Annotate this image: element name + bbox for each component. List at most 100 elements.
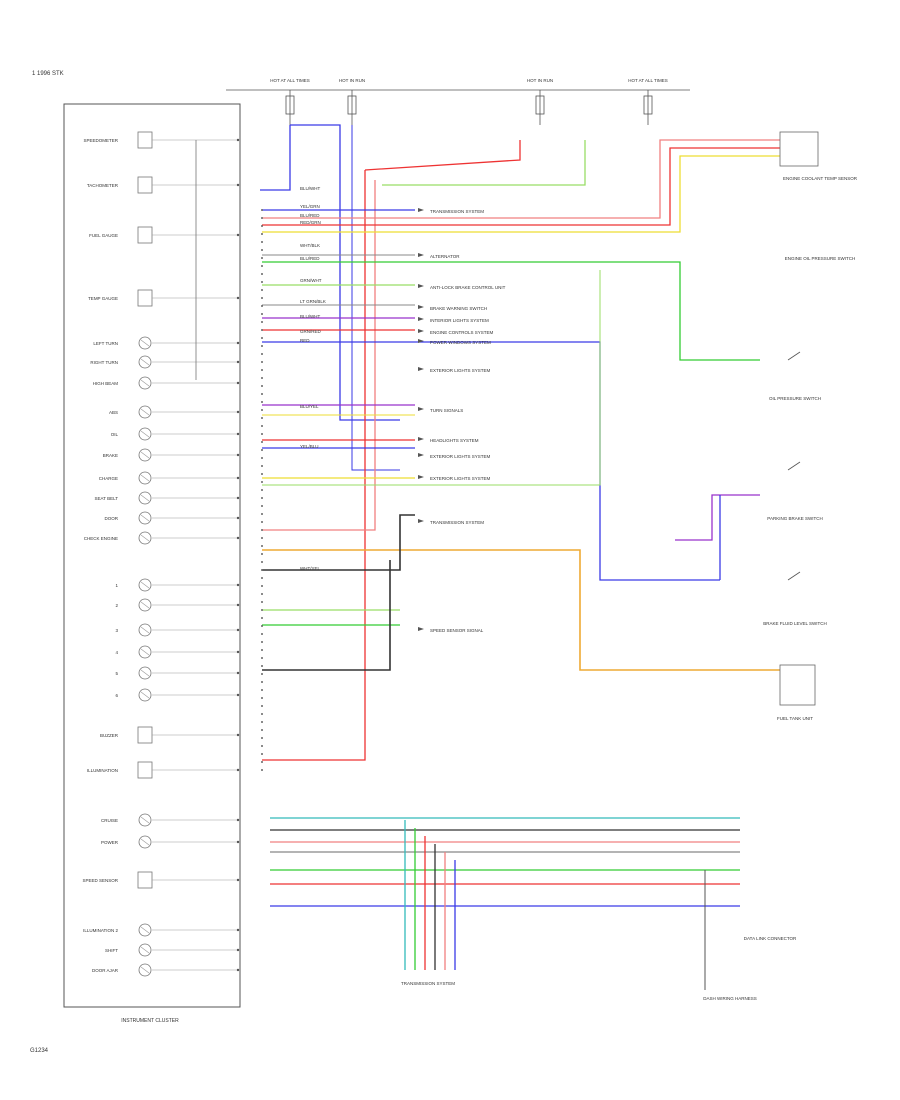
- indicator-lamp-icon: [138, 813, 152, 827]
- connector-pin-dot: [261, 713, 263, 715]
- connector-pin-dot: [261, 425, 263, 427]
- cluster-row-label: LEFT TURN: [93, 341, 118, 346]
- wire-green-ext: [262, 270, 601, 486]
- cluster-outline: [63, 103, 241, 1008]
- wire-color-label: WHT/BLK: [300, 243, 320, 248]
- gauge-element-icon: [137, 131, 153, 149]
- wire-black: [262, 514, 415, 571]
- connector-pin-dot: [261, 729, 263, 731]
- lamp-filament: [140, 691, 150, 699]
- destination-arrow-icon: [418, 627, 424, 631]
- connector-pin-dot: [261, 249, 263, 251]
- page-footer: G1234: [30, 1048, 49, 1054]
- destination-label: BRAKE WARNING SWITCH: [430, 306, 487, 311]
- cluster-pin-dot: [236, 476, 240, 480]
- cluster-row-label: ILLUMINATION 2: [83, 928, 118, 933]
- lamp-filament: [140, 581, 150, 589]
- wire-blue-3: [351, 125, 400, 471]
- cluster-row-label: 2: [115, 603, 118, 608]
- indicator-lamp-icon: [138, 598, 152, 612]
- wire-color-label: YEL/BLU: [300, 444, 319, 449]
- connector-pin-dot: [261, 673, 263, 675]
- gauge-element-icon: [137, 871, 153, 889]
- connector-pin-dot: [261, 745, 263, 747]
- lamp-filament: [140, 430, 150, 438]
- cluster-pin-dot: [236, 583, 240, 587]
- connector-pin-dot: [261, 473, 263, 475]
- cluster-row-label: 1: [115, 583, 118, 588]
- cluster-pin-dot: [236, 650, 240, 654]
- indicator-lamp-icon: [138, 471, 152, 485]
- connector-pin-dot: [261, 641, 263, 643]
- cluster-pin-dot: [236, 296, 240, 300]
- indicator-lamp-icon: [138, 688, 152, 702]
- gauge-element-icon: [137, 289, 153, 307]
- connector-pin-dot: [261, 289, 263, 291]
- wire-color-label: BLU/RED: [300, 213, 320, 218]
- connector-pin-dot: [261, 377, 263, 379]
- cluster-row-label: BUZZER: [100, 733, 119, 738]
- destination-label: INTERIOR LIGHTS SYSTEM: [430, 318, 489, 323]
- cluster-row-label: SEAT BELT: [94, 496, 118, 501]
- component-label: TRANSMISSION SYSTEM: [401, 981, 455, 986]
- connector-pin-dot: [261, 409, 263, 411]
- lamp-filament: [140, 966, 150, 974]
- connector-pin-dot: [261, 265, 263, 267]
- connector-pin-dot: [261, 337, 263, 339]
- connector-pin-dot: [261, 481, 263, 483]
- destination-arrow-icon: [418, 317, 424, 321]
- wire-color-label: WHT/YEL: [300, 566, 320, 571]
- indicator-lamp-icon: [138, 336, 152, 350]
- connector-pin-dot: [261, 233, 263, 235]
- indicator-lamp-icon: [138, 578, 152, 592]
- connector-pin-dot: [261, 657, 263, 659]
- cluster-row-label: SHIFT: [105, 948, 118, 953]
- wire-color-label: BLU/WHT: [300, 314, 321, 319]
- wire-color-label: RED: [300, 338, 310, 343]
- connector-pin-dot: [261, 689, 263, 691]
- cluster-row-label: CRUISE: [101, 818, 118, 823]
- connector-pin-dot: [261, 433, 263, 435]
- cluster-pin-dot: [236, 410, 240, 414]
- destination-label: POWER WINDOWS SYSTEM: [430, 340, 491, 345]
- connector-pin-dot: [261, 681, 263, 683]
- cluster-row-label: ABS: [109, 410, 118, 415]
- indicator-lamp-icon: [138, 511, 152, 525]
- lamp-filament: [140, 408, 150, 416]
- connector-pin-dot: [261, 593, 263, 595]
- indicator-lamp-icon: [138, 943, 152, 957]
- wire-color-labels: BLU/WHTYEL/GRNBLU/REDRED/GRNWHT/BLKBLU/R…: [300, 186, 326, 571]
- connector-pin-dot: [261, 489, 263, 491]
- connector-pin-dot: [261, 257, 263, 259]
- indicator-lamp-icon: [138, 923, 152, 937]
- destination-label: EXTERIOR LIGHTS SYSTEM: [430, 368, 491, 373]
- wire-pink: [262, 180, 376, 531]
- connector-pin-dot: [261, 625, 263, 627]
- connector-pin-dot: [261, 521, 263, 523]
- component-label: ENGINE COOLANT TEMP SENSOR: [783, 176, 858, 181]
- cluster-row-label: TACHOMETER: [87, 183, 119, 188]
- component-label: FUEL TANK UNIT: [777, 716, 813, 721]
- switch-contact-icon: [787, 461, 801, 471]
- connector-pin-dot: [261, 601, 263, 603]
- indicator-lamp-icon: [138, 666, 152, 680]
- connector-pin-dot: [261, 361, 263, 363]
- connector-pin-dot: [261, 281, 263, 283]
- cluster-pin-dot: [236, 536, 240, 540]
- cluster-pin-dot: [236, 603, 240, 607]
- destination-label: ANTI-LOCK BRAKE CONTROL UNIT: [430, 285, 506, 290]
- cluster-pin-dot: [236, 878, 240, 882]
- connector-pin-dot: [261, 209, 263, 211]
- indicator-lamp-icon: [138, 531, 152, 545]
- wire-color-label: GRN/WHT: [300, 278, 322, 283]
- connector-pin-dot: [261, 465, 263, 467]
- cluster-pin-dot: [236, 516, 240, 520]
- connector-pin-dot: [261, 505, 263, 507]
- cluster-pin-dot: [236, 671, 240, 675]
- destination-label: SPEED SENSOR SIGNAL: [430, 628, 484, 633]
- destination-arrow-icon: [418, 305, 424, 309]
- cluster-pin-dot: [236, 341, 240, 345]
- fuse-caption: HOT AT ALL TIMES: [628, 78, 668, 83]
